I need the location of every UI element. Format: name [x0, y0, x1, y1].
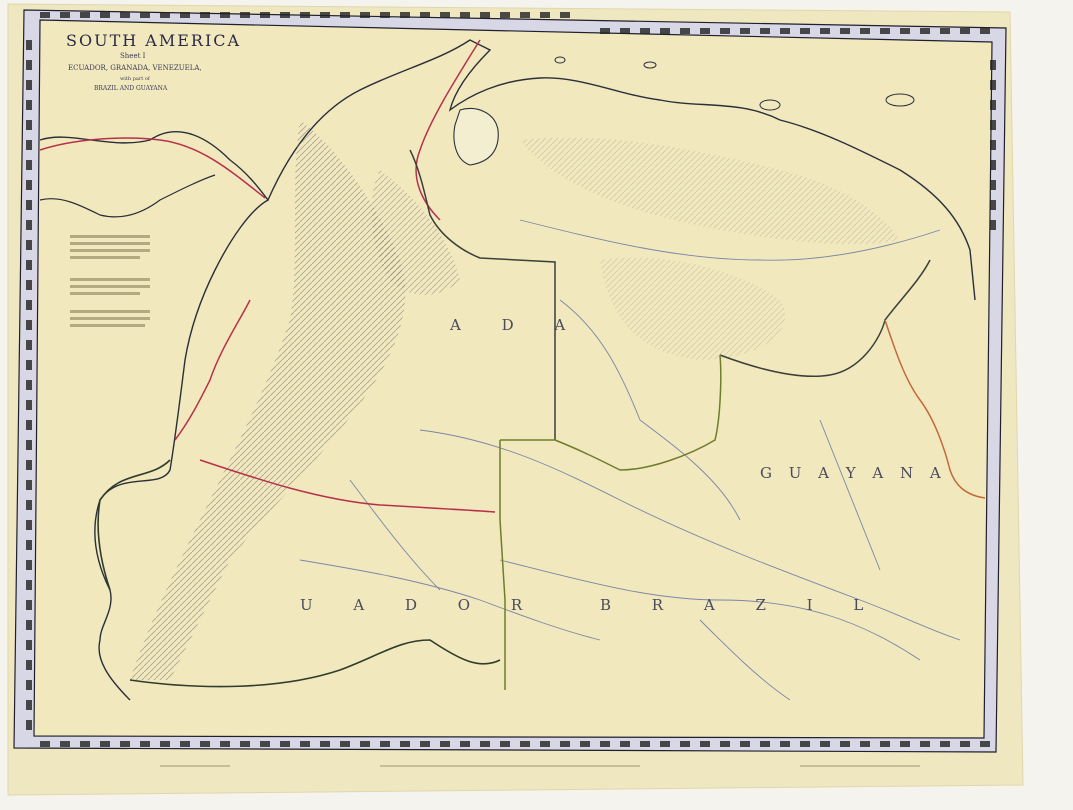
scale-ticks-right: [990, 60, 996, 230]
map-subtitle2: BRAZIL AND GUAYANA: [94, 85, 168, 92]
caribbean-islands: [554, 56, 915, 111]
scale-ticks-top-right: [590, 28, 990, 34]
guayana-highlands: [600, 257, 786, 360]
scale-ticks-top: [40, 12, 580, 18]
boundary-brazil: [499, 354, 722, 690]
andes-range: [130, 120, 406, 680]
venezuela-highlands: [520, 137, 900, 245]
boundary-guayana: [884, 319, 986, 499]
rivers: [299, 219, 961, 701]
lake-maracaibo: [453, 107, 499, 166]
region-label-ecuador: U A D O R: [300, 596, 540, 614]
map-title: SOUTH AMERICA: [66, 31, 241, 50]
imprint-lines: [160, 765, 920, 767]
map-subtitle: ECUADOR, GRANADA, VENEZUELA,: [68, 64, 202, 72]
region-label-granada: A D A: [449, 316, 583, 334]
scale-ticks-left: [26, 30, 32, 730]
andes-range-east: [371, 170, 460, 295]
map-subtitle-part: with part of: [120, 76, 151, 82]
boundary-granada: [39, 39, 496, 513]
isthmus: [39, 174, 216, 218]
map-sheet: Sheet I: [120, 52, 146, 60]
scale-ticks-bottom: [30, 741, 990, 747]
legend-notes: [70, 235, 150, 327]
region-label-brazil: B R A Z I L: [600, 596, 881, 614]
boundary-ecuador: [97, 459, 501, 688]
region-label-guayana: G U A Y A N A: [760, 464, 947, 482]
boundary-venezuela: [409, 149, 931, 440]
coastline: [39, 39, 976, 701]
